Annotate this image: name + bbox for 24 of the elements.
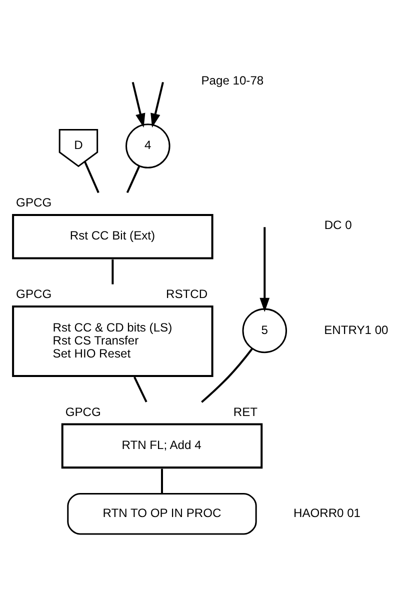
node-box: Rst CC Bit (Ext) — [12, 213, 214, 259]
label: ENTRY1 00 — [324, 322, 388, 336]
connector — [201, 348, 254, 402]
label: HAORR0 01 — [293, 505, 361, 520]
node-box: RTN TO OP IN PROC — [67, 492, 257, 534]
node-circle: 4 — [126, 123, 170, 168]
connector — [84, 160, 100, 193]
node-box: Rst CC & CD bits (LS) Rst CS Transfer Set HIO Reset — [12, 305, 214, 376]
node-label: RET — [233, 404, 258, 418]
node-label: GPCG — [16, 286, 52, 301]
label: Page 10-78 — [201, 72, 264, 87]
connector — [126, 165, 140, 193]
connector — [112, 259, 114, 284]
arrow — [132, 81, 146, 128]
connector — [134, 376, 148, 402]
label: DC 0 — [324, 218, 352, 232]
node-label: GPCG — [16, 195, 52, 210]
node-box: RTN FL; Add 4 — [61, 422, 263, 468]
connector — [160, 468, 163, 494]
node-label: RSTCD — [166, 286, 208, 301]
arrow — [150, 81, 164, 128]
node-label: GPCG — [65, 404, 101, 418]
arrow — [260, 226, 270, 312]
node-circle: 5 — [242, 308, 288, 353]
